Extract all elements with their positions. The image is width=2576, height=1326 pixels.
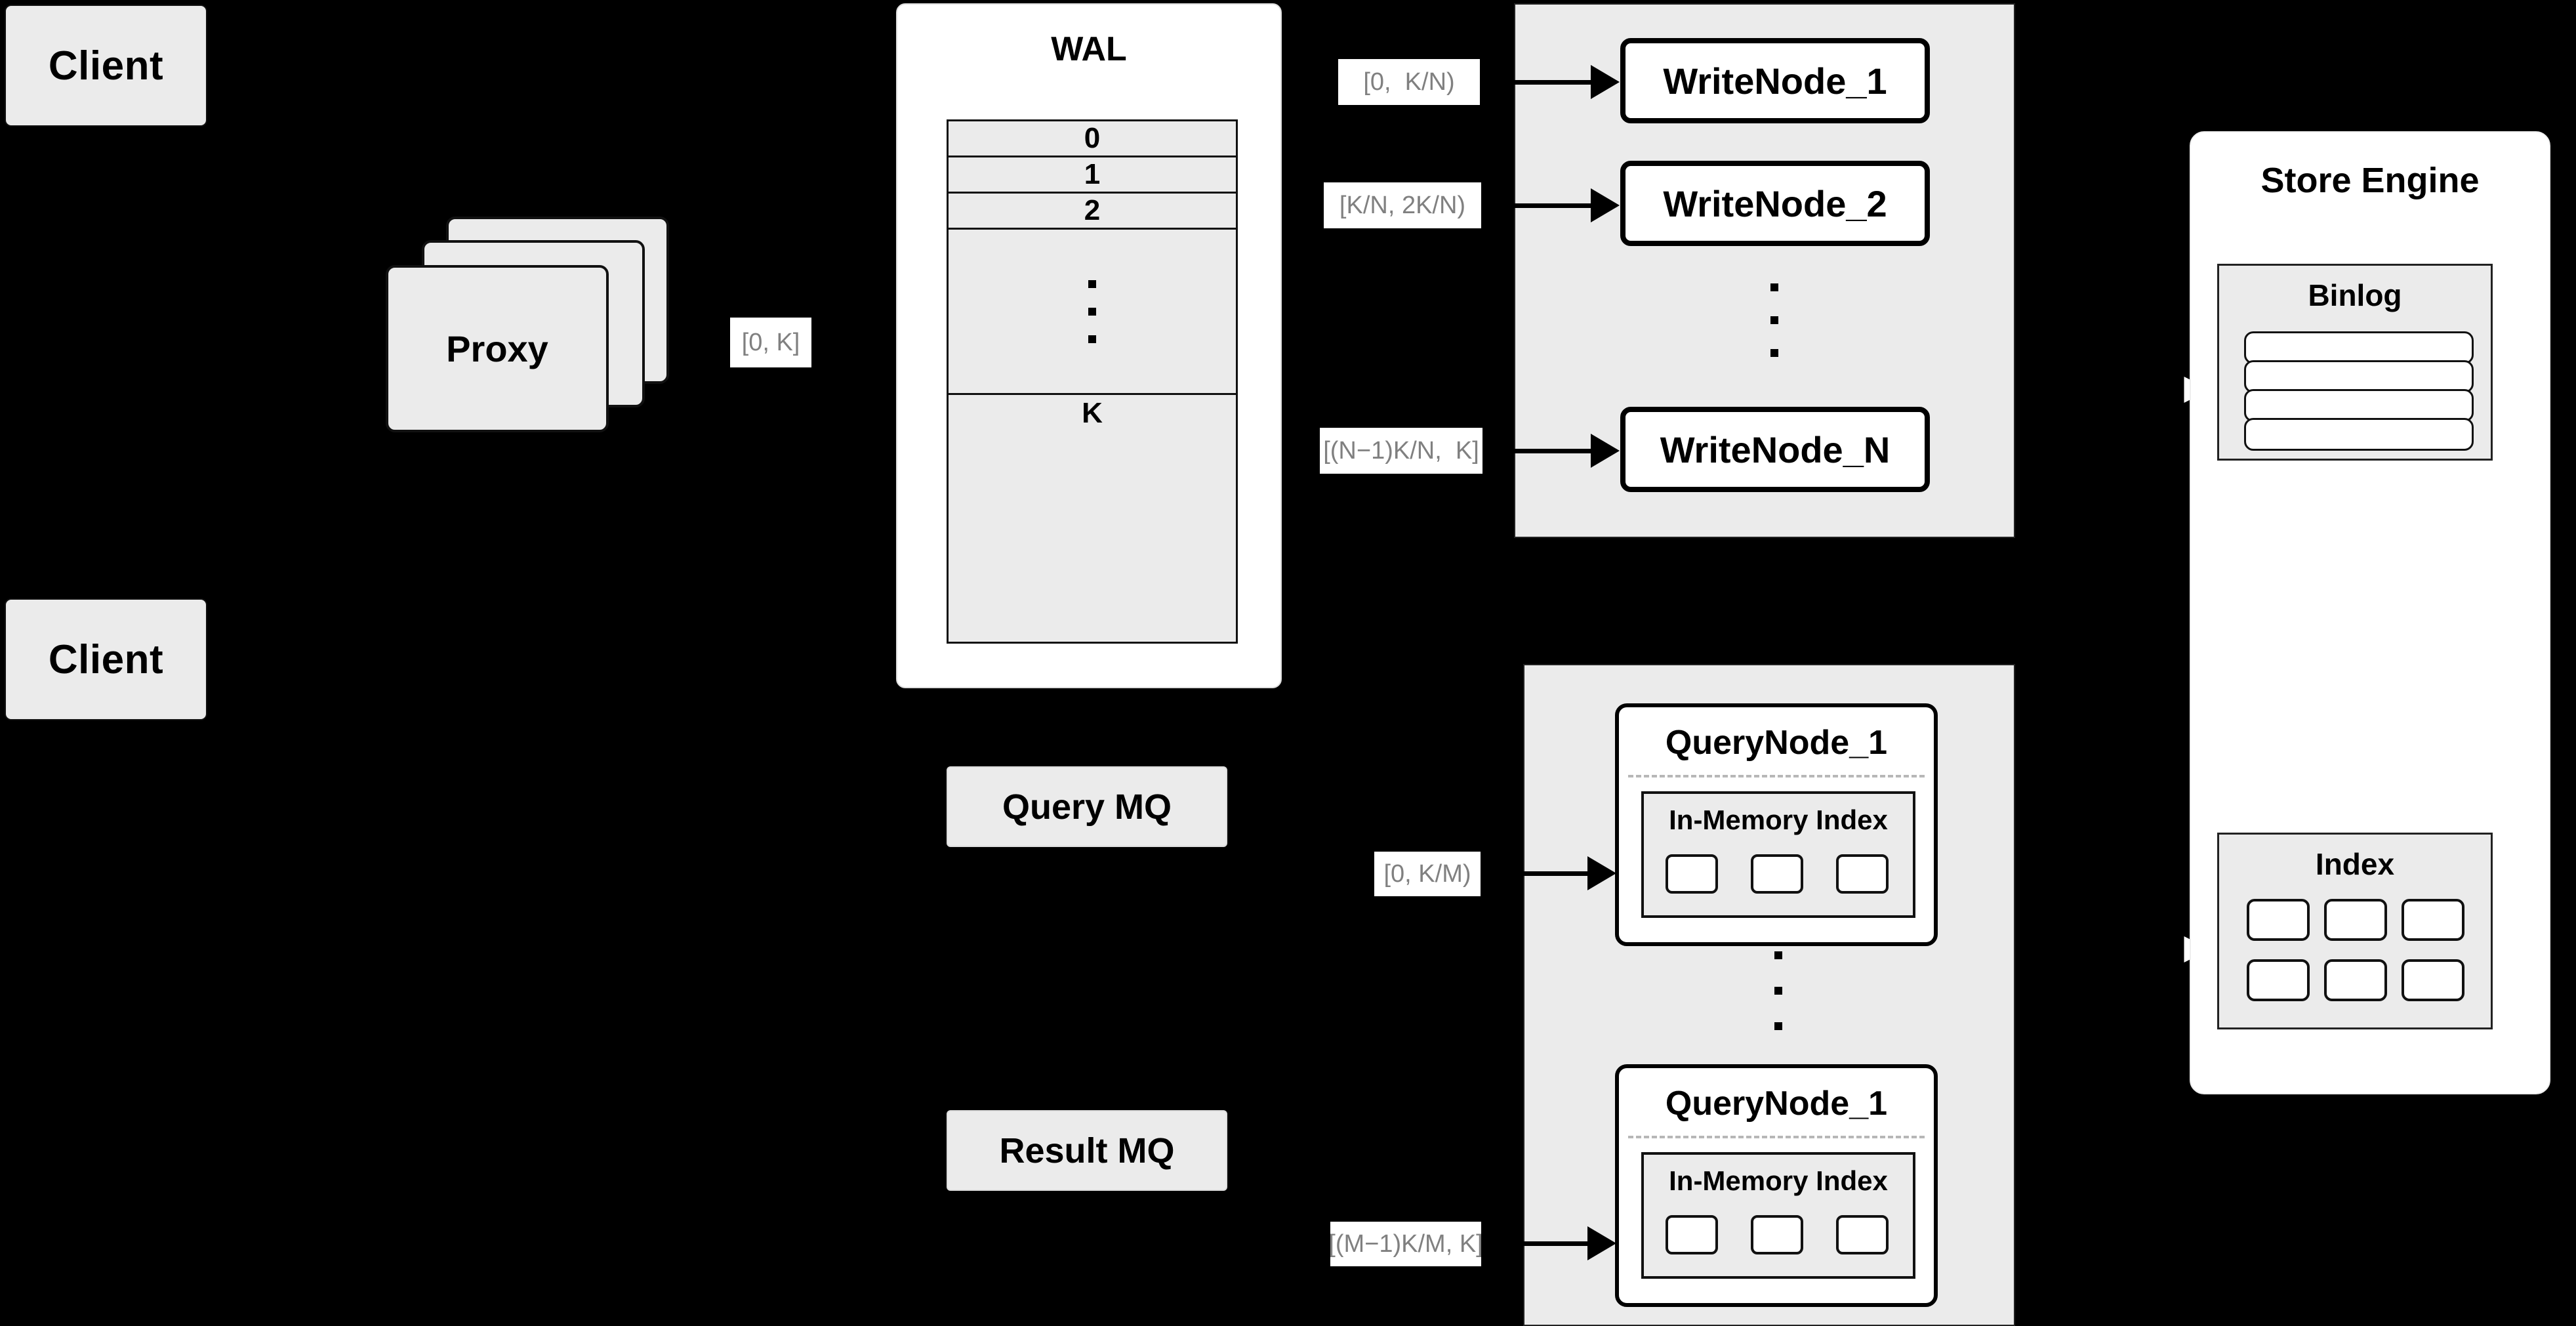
- binlog-panel: Binlog: [2217, 264, 2493, 461]
- ellipsis-dot: [1770, 283, 1778, 291]
- in-memory-index-m: In-Memory Index: [1641, 1152, 1915, 1279]
- wal-row-1[interactable]: 1: [949, 157, 1236, 194]
- write-node-2[interactable]: WriteNode_2: [1620, 161, 1930, 246]
- wal-row-2-label: 2: [1084, 194, 1101, 226]
- label-query-node-m: [(M−1)K/M, K]: [1328, 1222, 1483, 1266]
- result-mq-box[interactable]: Result MQ: [947, 1110, 1227, 1191]
- index-cell[interactable]: [2402, 959, 2464, 1001]
- result-mq-label: Result MQ: [999, 1130, 1175, 1171]
- wal-table: 0 1 2 K: [947, 119, 1238, 644]
- index-cell[interactable]: [2324, 959, 2387, 1001]
- write-node-n[interactable]: WriteNode_N: [1620, 407, 1930, 492]
- wal-panel: WAL 0 1 2 K: [896, 3, 1282, 688]
- query-node-m[interactable]: QueryNode_1 In-Memory Index: [1615, 1064, 1938, 1307]
- label-write-node-1: [0, K/N): [1338, 59, 1480, 105]
- index-cell[interactable]: [2247, 959, 2310, 1001]
- in-memory-index-m-title: In-Memory Index: [1669, 1165, 1888, 1196]
- proxy-label: Proxy: [446, 328, 548, 369]
- label-write-node-1-text: [0, K/N): [1363, 68, 1455, 96]
- label-proxy-to-wal-text: [0, K]: [741, 328, 800, 356]
- label-write-node-2: [K/N, 2K/N): [1324, 182, 1481, 228]
- arrow-head-query-m: [1587, 1226, 1616, 1260]
- arrow-line-query-1: [1522, 871, 1607, 876]
- index-cell[interactable]: [2247, 899, 2310, 941]
- write-node-ellipsis: [1767, 283, 1782, 357]
- binlog-row[interactable]: [2244, 360, 2474, 393]
- arrow-head-write-n: [1591, 434, 1620, 468]
- query-node-ellipsis: [1771, 951, 1786, 1030]
- query-node-1-divider: [1628, 775, 1925, 777]
- client-label-2: Client: [48, 636, 164, 682]
- ellipsis-dot: [1770, 316, 1778, 324]
- index-title: Index: [2315, 847, 2395, 881]
- index-cell[interactable]: [1751, 1215, 1803, 1254]
- client-box-2[interactable]: Client: [5, 598, 207, 720]
- ellipsis-dot: [1770, 349, 1778, 357]
- wal-row-ellipsis: [949, 230, 1236, 395]
- in-memory-index-1-title: In-Memory Index: [1669, 804, 1888, 835]
- wal-title: WAL: [1051, 30, 1127, 68]
- wal-row-0-label: 0: [1084, 122, 1101, 154]
- client-box-1[interactable]: Client: [5, 5, 207, 127]
- arrow-line-index: [2144, 947, 2187, 951]
- query-mq-label: Query MQ: [1002, 787, 1172, 827]
- arrow-line-write-n: [1484, 449, 1601, 453]
- binlog-title: Binlog: [2308, 278, 2402, 312]
- store-engine-panel: Store Engine Binlog Index: [2190, 131, 2550, 1094]
- index-cell[interactable]: [1666, 854, 1718, 894]
- label-write-node-n-text: [(N−1)K/N, K]: [1323, 436, 1479, 465]
- proxy-card-front[interactable]: Proxy: [386, 265, 609, 432]
- label-write-node-2-text: [K/N, 2K/N): [1339, 191, 1466, 219]
- ellipsis-dot: [1088, 335, 1096, 343]
- index-cell[interactable]: [2324, 899, 2387, 941]
- label-query-node-m-text: [(M−1)K/M, K]: [1328, 1230, 1483, 1258]
- label-proxy-to-wal: [0, K]: [730, 318, 811, 367]
- ellipsis-dot: [1774, 951, 1782, 959]
- write-node-2-label: WriteNode_2: [1663, 182, 1887, 224]
- index-cell[interactable]: [1751, 854, 1803, 894]
- write-node-n-label: WriteNode_N: [1660, 428, 1891, 470]
- query-node-m-title: QueryNode_1: [1665, 1085, 1888, 1123]
- index-cell[interactable]: [1666, 1215, 1718, 1254]
- ellipsis-dot: [1774, 1022, 1782, 1030]
- wal-row-2[interactable]: 2: [949, 194, 1236, 230]
- arrow-line-binlog: [2144, 387, 2187, 391]
- arrow-line-write-1: [1484, 80, 1601, 85]
- wal-row-k[interactable]: K: [949, 395, 1236, 431]
- query-mq-box[interactable]: Query MQ: [947, 766, 1227, 847]
- in-memory-index-1: In-Memory Index: [1641, 791, 1915, 918]
- label-query-node-1-text: [0, K/M): [1383, 860, 1471, 888]
- arrow-line-query-m: [1522, 1241, 1607, 1246]
- binlog-row[interactable]: [2244, 418, 2474, 451]
- binlog-row[interactable]: [2244, 331, 2474, 364]
- ellipsis-dot: [1088, 307, 1096, 316]
- wal-row-0[interactable]: 0: [949, 121, 1236, 157]
- index-cell[interactable]: [1836, 854, 1889, 894]
- wal-row-k-label: K: [1082, 396, 1103, 429]
- arrow-head-write-2: [1591, 188, 1620, 222]
- index-panel: Index: [2217, 833, 2493, 1029]
- client-label-1: Client: [48, 43, 164, 89]
- ellipsis-dot: [1088, 280, 1096, 288]
- label-query-node-1: [0, K/M): [1374, 852, 1481, 896]
- index-cell[interactable]: [1836, 1215, 1889, 1254]
- arrow-line-write-2: [1484, 203, 1601, 208]
- binlog-row[interactable]: [2244, 389, 2474, 422]
- wal-row-1-label: 1: [1084, 158, 1101, 190]
- label-write-node-n: [(N−1)K/N, K]: [1320, 428, 1482, 474]
- arrow-head-query-1: [1587, 856, 1616, 890]
- ellipsis-dot: [1774, 987, 1782, 995]
- query-node-m-divider: [1628, 1136, 1925, 1138]
- index-cell[interactable]: [2402, 899, 2464, 941]
- write-node-1-label: WriteNode_1: [1663, 60, 1887, 102]
- store-engine-title: Store Engine: [2260, 161, 2480, 200]
- query-node-1-title: QueryNode_1: [1665, 724, 1888, 762]
- query-node-1[interactable]: QueryNode_1 In-Memory Index: [1615, 703, 1938, 946]
- arrow-head-write-1: [1591, 65, 1620, 99]
- write-node-1[interactable]: WriteNode_1: [1620, 38, 1930, 123]
